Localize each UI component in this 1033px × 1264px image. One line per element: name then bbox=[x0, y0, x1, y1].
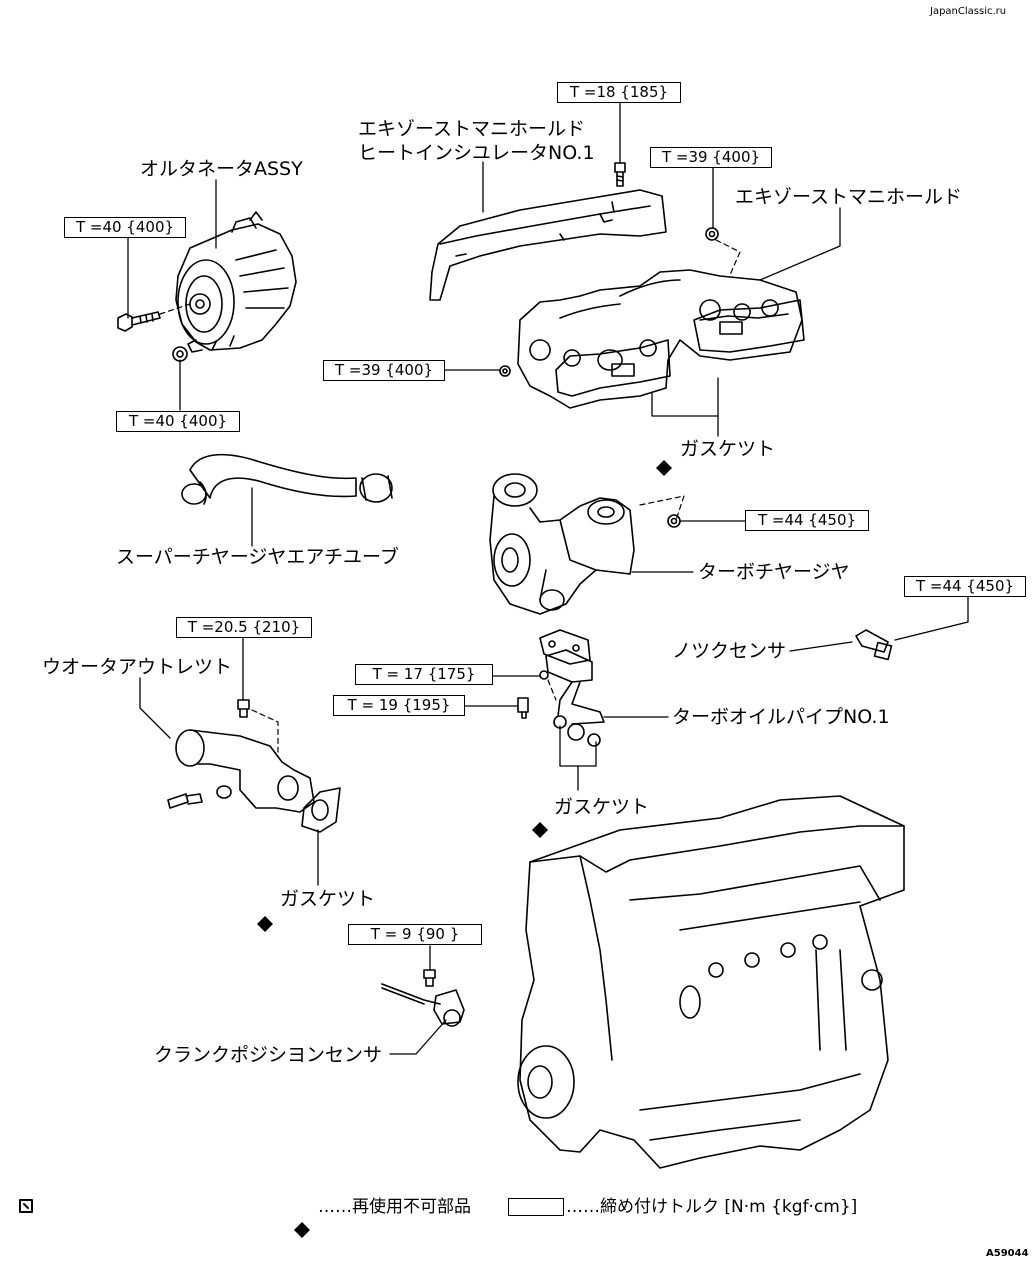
torque-box-t18: T =18 {185} bbox=[557, 82, 681, 103]
label-exhaust-manifold: エキゾーストマニホールド bbox=[735, 186, 963, 208]
exhaust-manifold-drawing bbox=[517, 269, 805, 409]
torque-box-t17: T = 17 {175} bbox=[355, 664, 493, 685]
label-gasket-oil-pipe: ガスケツト bbox=[554, 796, 650, 818]
dashed-lines bbox=[159, 239, 741, 753]
supercharger-tube-drawing bbox=[181, 453, 393, 505]
torque-box-t44-knock: T =44 {450} bbox=[904, 576, 1026, 597]
water-outlet-drawing bbox=[167, 729, 341, 833]
label-alternator: オルタネータASSY bbox=[140, 158, 303, 180]
label-gasket-water-outlet: ガスケツト bbox=[280, 888, 376, 910]
crank-sensor-drawing bbox=[381, 983, 465, 1027]
watermark: JapanClassic.ru bbox=[930, 6, 1007, 17]
legend-torque-box bbox=[508, 1198, 564, 1216]
knock-sensor-drawing bbox=[855, 629, 893, 661]
label-gasket-manifold: ガスケツト bbox=[680, 438, 776, 460]
label-water-outlet: ウオータアウトレツト bbox=[42, 656, 233, 678]
torque-box-t39-top: T =39 {400} bbox=[650, 147, 772, 168]
turbo-oil-pipe-drawing bbox=[539, 629, 605, 747]
legend-torque-spec: ……締め付けトルク [N·m {kgf·cm}] bbox=[566, 1197, 858, 1217]
turbocharger-drawing bbox=[489, 473, 635, 615]
label-turbocharger: ターボチヤージヤ bbox=[698, 561, 850, 583]
legend-non-reusable: ……再使用不可部品 bbox=[318, 1197, 471, 1217]
figure-code: A59044 bbox=[986, 1248, 1029, 1259]
leader-lines bbox=[127, 102, 969, 1055]
alternator-drawing bbox=[175, 211, 297, 353]
label-heat-insulator-1: エキゾーストマニホールド bbox=[358, 118, 586, 140]
fasteners bbox=[117, 162, 719, 987]
torque-box-t20-5: T =20.5 {210} bbox=[176, 617, 312, 638]
label-crank-position-sensor: クランクポジシヨンセンサ bbox=[154, 1044, 383, 1066]
torque-box-t40-bottom: T =40 {400} bbox=[116, 411, 240, 432]
non-reusable-markers bbox=[257, 460, 672, 1238]
heat-insulator-drawing bbox=[429, 189, 667, 301]
torque-box-t9: T = 9 {90 } bbox=[348, 924, 482, 945]
label-supercharger-tube: スーパーチヤージヤエアチユーブ bbox=[116, 546, 399, 568]
torque-box-t19: T = 19 {195} bbox=[333, 695, 465, 716]
torque-box-t40-top: T =40 {400} bbox=[64, 217, 186, 238]
label-knock-sensor: ノツクセンサ bbox=[672, 640, 787, 662]
torque-box-t44-turbo: T =44 {450} bbox=[745, 510, 869, 531]
engine-block-drawing bbox=[517, 795, 905, 1169]
label-turbo-oil-pipe: ターボオイルパイプNO.1 bbox=[672, 706, 890, 728]
torque-box-t39-left: T =39 {400} bbox=[323, 360, 445, 381]
label-heat-insulator-2: ヒートインシユレータNO.1 bbox=[358, 142, 595, 164]
corner-icon bbox=[19, 1199, 33, 1213]
